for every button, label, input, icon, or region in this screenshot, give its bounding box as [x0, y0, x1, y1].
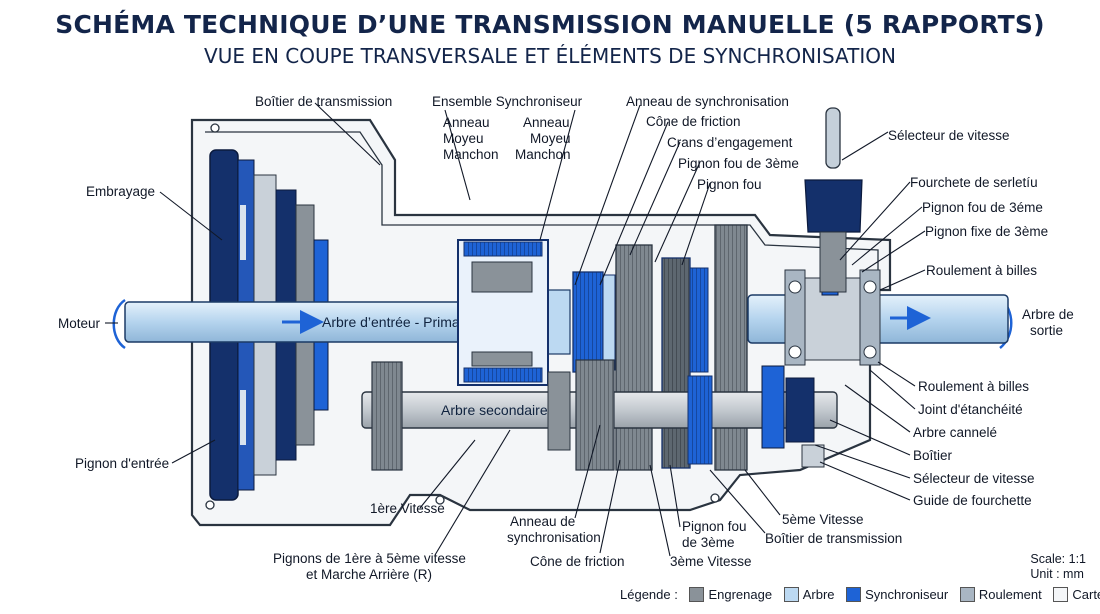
- label-guide: Guide de fourchette: [913, 493, 1032, 508]
- housing-bolt: [205, 500, 215, 510]
- label-selecteur-bottom: Sélecteur de vitesse: [913, 471, 1035, 486]
- label-boitier-bottom: Boîtier de transmission: [765, 531, 902, 546]
- sync-ring: [689, 267, 709, 373]
- label-anneau-sync: Anneau de synchronisation: [626, 94, 789, 109]
- page-subtitle: VUE EN COUPE TRANSVERSALE ET ÉLÉMENTS DE…: [204, 44, 896, 68]
- label-joint: Joint d'étanchéité: [918, 402, 1023, 417]
- input-shaft-label: Arbre d’entrée - Primaire): [322, 314, 480, 330]
- synchronizer-assembly: [457, 239, 549, 386]
- gear-3: [615, 244, 653, 471]
- leader-lines: [105, 102, 926, 557]
- label-pignon-entree: Pignon d'entrée: [75, 456, 169, 471]
- legend-swatch-arbre: [783, 587, 799, 603]
- countershaft-label: Arbre secondaire: [441, 402, 548, 418]
- label-pignon-fou: Pignon fou: [697, 177, 762, 192]
- label-vitesse-1: 1ère Vitesse: [370, 501, 445, 516]
- label-pignons-2: et Marche Arrière (R): [306, 567, 432, 582]
- housing-bolt: [710, 493, 720, 503]
- label-cone-friction-bottom: Cône de friction: [530, 554, 625, 569]
- legend-swatch-roulement: [959, 587, 975, 603]
- legend-swatch-engrenage: [689, 587, 705, 603]
- label-pignon-fou-b2: de 3ème: [682, 535, 735, 550]
- label-arbre-sortie-2: sortie: [1030, 323, 1063, 338]
- label-moyeu-right: Moyeu: [530, 131, 571, 146]
- label-arbre-cannele: Arbre cannelé: [913, 425, 997, 440]
- sync-gear: [572, 271, 604, 373]
- bearing-ball: [788, 345, 802, 359]
- legend-label-engrenage: Engrenage: [708, 587, 773, 603]
- label-pignon-fou-3-right: Pignon fou de 3éme: [922, 200, 1043, 215]
- scale-info: Scale: 1:1 Unit : mm: [1030, 552, 1086, 582]
- legend-title: Légende :: [620, 587, 678, 603]
- label-pignon-fou-b1: Pignon fou: [682, 519, 747, 534]
- countershaft: [361, 359, 838, 471]
- label-moteur: Moteur: [58, 316, 101, 331]
- label-crans: Crans d’engagement: [667, 135, 793, 150]
- label-moyeu-left: Moyeu: [443, 131, 484, 146]
- rotation-arrow-icon: [112, 298, 126, 350]
- bearing-ball: [788, 280, 802, 294]
- bearing-ball: [863, 345, 877, 359]
- label-pignon-fou-3: Pignon fou de 3ème: [678, 156, 799, 171]
- output-shaft: [747, 264, 1009, 366]
- label-boitier-top: Boîtier de transmission: [255, 94, 392, 109]
- label-selecteur-top: Sélecteur de vitesse: [888, 128, 1010, 143]
- label-vitesse-5: 5ème Vitesse: [782, 512, 864, 527]
- legend-label-arbre: Arbre: [802, 587, 835, 603]
- housing-bolt: [210, 123, 220, 133]
- label-cone-friction-top: Cône de friction: [646, 114, 741, 129]
- label-anneau-de-1: Anneau de: [510, 514, 575, 529]
- bearing-ball: [863, 280, 877, 294]
- legend: Légende : Engrenage Arbre Synchroniseur …: [620, 586, 1100, 603]
- label-embrayage: Embrayage: [86, 184, 155, 199]
- legend-label-roulement: Roulement: [978, 587, 1042, 603]
- label-anneau-left: Anneau: [443, 115, 490, 130]
- unit-text: Unit : mm: [1030, 567, 1084, 581]
- diagram-labels: Boîtier de transmission Ensemble Synchro…: [58, 94, 1074, 582]
- label-arbre-sortie-1: Arbre de: [1022, 307, 1074, 322]
- legend-swatch-synchroniseur: [846, 587, 862, 603]
- label-pignon-fixe-3: Pignon fixe de 3ème: [925, 224, 1048, 239]
- housing-inner: [205, 131, 879, 282]
- label-manchon-right: Manchon: [515, 147, 571, 162]
- sync-hub: [602, 274, 616, 371]
- gear-selector[interactable]: [804, 107, 863, 293]
- gear-5: [714, 224, 748, 471]
- label-boitier-right: Boîtier: [913, 448, 953, 463]
- label-fourchette: Fourchete de serletíu: [910, 175, 1038, 190]
- label-roulement-bottom: Roulement à billes: [918, 379, 1029, 394]
- label-anneau-de-2: synchronisation: [507, 530, 601, 545]
- label-roulement-top: Roulement à billes: [926, 263, 1037, 278]
- label-vitesse-3: 3ème Vitesse: [670, 554, 752, 569]
- label-pignons-1: Pignons de 1ère à 5ème vitesse: [273, 551, 466, 566]
- legend-label-carter: Carter: [1072, 587, 1100, 603]
- housing-bolt: [435, 495, 445, 505]
- label-anneau-right: Anneau: [523, 115, 570, 130]
- page-title: SCHÉMA TECHNIQUE D’UNE TRANSMISSION MANU…: [55, 10, 1045, 39]
- label-manchon-left: Manchon: [443, 147, 499, 162]
- legend-label-synchroniseur: Synchroniseur: [865, 587, 949, 603]
- scale-text: Scale: 1:1: [1030, 552, 1086, 566]
- legend-swatch-carter: [1053, 587, 1069, 603]
- gear-4: [661, 257, 691, 469]
- label-ensemble-sync: Ensemble Synchroniseur: [432, 94, 583, 109]
